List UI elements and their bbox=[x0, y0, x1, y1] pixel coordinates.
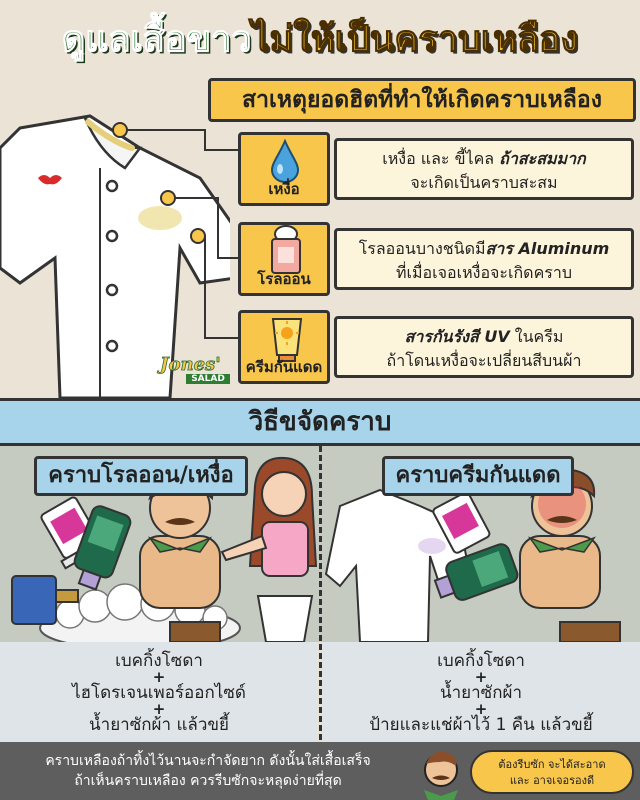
cause-rollon: โรลออน โรลออนบางชนิดมีสาร Aluminum ที่เม… bbox=[238, 222, 634, 296]
detergent-bottle-left bbox=[73, 505, 132, 591]
speech-bubble-line-1: ต้องรีบซัก จะได้สะอาด bbox=[498, 758, 606, 771]
footer-note-line-1: คราบเหลืองถ้าทิ้งไว้นานจะกำจัดยาก ดังนั้… bbox=[45, 753, 371, 769]
cause-sunscreen-text-1: ในครีม bbox=[509, 327, 564, 346]
recipe-left-step-1: เบคกิ้งโซดา bbox=[115, 651, 203, 671]
recipe-left-plus-1: + bbox=[152, 668, 166, 686]
white-shirt-illustration bbox=[0, 114, 230, 398]
howto-heading: วิธีขจัดคราบ bbox=[0, 398, 640, 446]
cause-rollon-icon-box: โรลออน bbox=[238, 222, 330, 296]
cause-rollon-label: โรลออน bbox=[257, 270, 311, 288]
recipe-right-plus-1: + bbox=[474, 668, 488, 686]
recipe-left-step-2: ไฮโดรเจนเพอร์ออกไซด์ bbox=[72, 683, 246, 703]
detergent-bottle-right bbox=[433, 543, 519, 601]
page-title-part2: ไม่ให้เป็นคราบเหลือง bbox=[251, 19, 579, 61]
speech-bubble: ต้องรีบซัก จะได้สะอาด และ อาจเจอรองดี bbox=[470, 750, 634, 794]
footer-note: คราบเหลืองถ้าทิ้งไว้นานจะกำจัดยาก ดังนั้… bbox=[8, 751, 408, 791]
cause-sunscreen-label: ครีมกันแดด bbox=[245, 358, 323, 376]
page-title: ดูแลเสื้อขาวไม่ให้เป็นคราบเหลือง bbox=[0, 14, 640, 66]
recipe-right-step-1: เบคกิ้งโซดา bbox=[437, 651, 525, 671]
cause-rollon-text-2: ที่เมื่อเจอเหงื่อจะเกิดคราบ bbox=[395, 263, 572, 282]
recipe-left-step-3: น้ำยาซักผ้า แล้วขยี้ bbox=[89, 715, 229, 735]
connector-lines bbox=[127, 129, 238, 339]
logo-text-jones: Jones' bbox=[160, 354, 222, 375]
cause-sweat-text-emphasis: ถ้าสะสมมาก bbox=[499, 149, 586, 168]
cause-sunscreen: ครีมกันแดด สารกันรังสี UV ในครีม ถ้าโดนเ… bbox=[238, 310, 634, 384]
baking-soda-bottle-right bbox=[432, 491, 491, 554]
footer: คราบเหลืองถ้าทิ้งไว้นานจะกำจัดยาก ดังนั้… bbox=[0, 742, 640, 800]
peroxide-bottle-left bbox=[11, 575, 79, 625]
cause-rollon-text-1: โรลออนบางชนิดมี bbox=[358, 239, 486, 258]
section-divider bbox=[319, 446, 322, 740]
cause-rollon-description: โรลออนบางชนิดมีสาร Aluminum ที่เมื่อเจอเ… bbox=[334, 228, 634, 290]
speech-bubble-line-2: และ อาจเจอรองดี bbox=[509, 774, 595, 787]
cause-sunscreen-text-2: ถ้าโดนเหงื่อจะเปลี่ยนสีบนผ้า bbox=[386, 351, 582, 370]
recipe-left: เบคกิ้งโซดา + ไฮโดรเจนเพอร์ออกไซด์ + น้ำ… bbox=[0, 642, 318, 742]
cause-sweat-description: เหงื่อ และ ขี้ไคล ถ้าสะสมมาก จะเกิดเป็นค… bbox=[334, 138, 634, 200]
recipe-right-plus-2: + bbox=[474, 700, 488, 718]
cause-sunscreen-text-emphasis: สารกันรังสี UV bbox=[404, 327, 510, 346]
cause-sunscreen-icon-box: ครีมกันแดด bbox=[238, 310, 330, 384]
lipstick-mark-icon bbox=[38, 175, 62, 185]
cause-sunscreen-description: สารกันรังสี UV ในครีม ถ้าโดนเหงื่อจะเปลี… bbox=[334, 316, 634, 378]
cause-rollon-text-emphasis: สาร Aluminum bbox=[485, 239, 610, 258]
cause-sweat-icon-box: เหงื่อ bbox=[238, 132, 330, 206]
causes-section: ดูแลเสื้อขาวไม่ให้เป็นคราบเหลือง สาเหตุย… bbox=[0, 0, 640, 398]
method-right-title: คราบครีมกันแดด bbox=[382, 456, 574, 496]
footer-note-line-2: ถ้าเห็นคราบเหลือง ควรรีบซักจะหลุดง่ายที่… bbox=[74, 773, 342, 789]
white-shirt-right bbox=[324, 488, 472, 642]
recipe-right-step-2: น้ำยาซักผ้า bbox=[439, 683, 522, 703]
woman-pointing bbox=[220, 456, 318, 642]
recipe-right: เบคกิ้งโซดา + น้ำยาซักผ้า + ป้ายและแช่ผ้… bbox=[322, 642, 640, 742]
method-left-title: คราบโรลออน/เหงื่อ bbox=[34, 456, 248, 496]
recipe-left-plus-2: + bbox=[152, 700, 166, 718]
deodorant-icon bbox=[271, 225, 301, 274]
page-title-part1: ดูแลเสื้อขาว bbox=[61, 19, 252, 61]
cause-sweat-label: เหงื่อ bbox=[268, 180, 300, 198]
cause-sweat-text-2: จะเกิดเป็นคราบสะสม bbox=[410, 173, 558, 192]
cause-sweat-text-1: เหงื่อ และ ขี้ไคล bbox=[382, 149, 500, 168]
causes-heading: สาเหตุยอดฮิตที่ทำให้เกิดคราบเหลือง bbox=[208, 78, 636, 122]
logo-text-salad: SALAD bbox=[186, 374, 230, 384]
water-drop-icon bbox=[270, 139, 300, 183]
sunscreen-tube-icon bbox=[271, 318, 303, 362]
mascot-avatar bbox=[424, 751, 458, 800]
recipe-right-step-3: ป้ายและแช่ผ้าไว้ 1 คืน แล้วขยี้ bbox=[369, 715, 593, 735]
cause-sweat: เหงื่อ เหงื่อ และ ขี้ไคล ถ้าสะสมมาก จะเก… bbox=[238, 132, 634, 206]
jones-salad-logo: Jones' SALAD bbox=[160, 354, 230, 384]
